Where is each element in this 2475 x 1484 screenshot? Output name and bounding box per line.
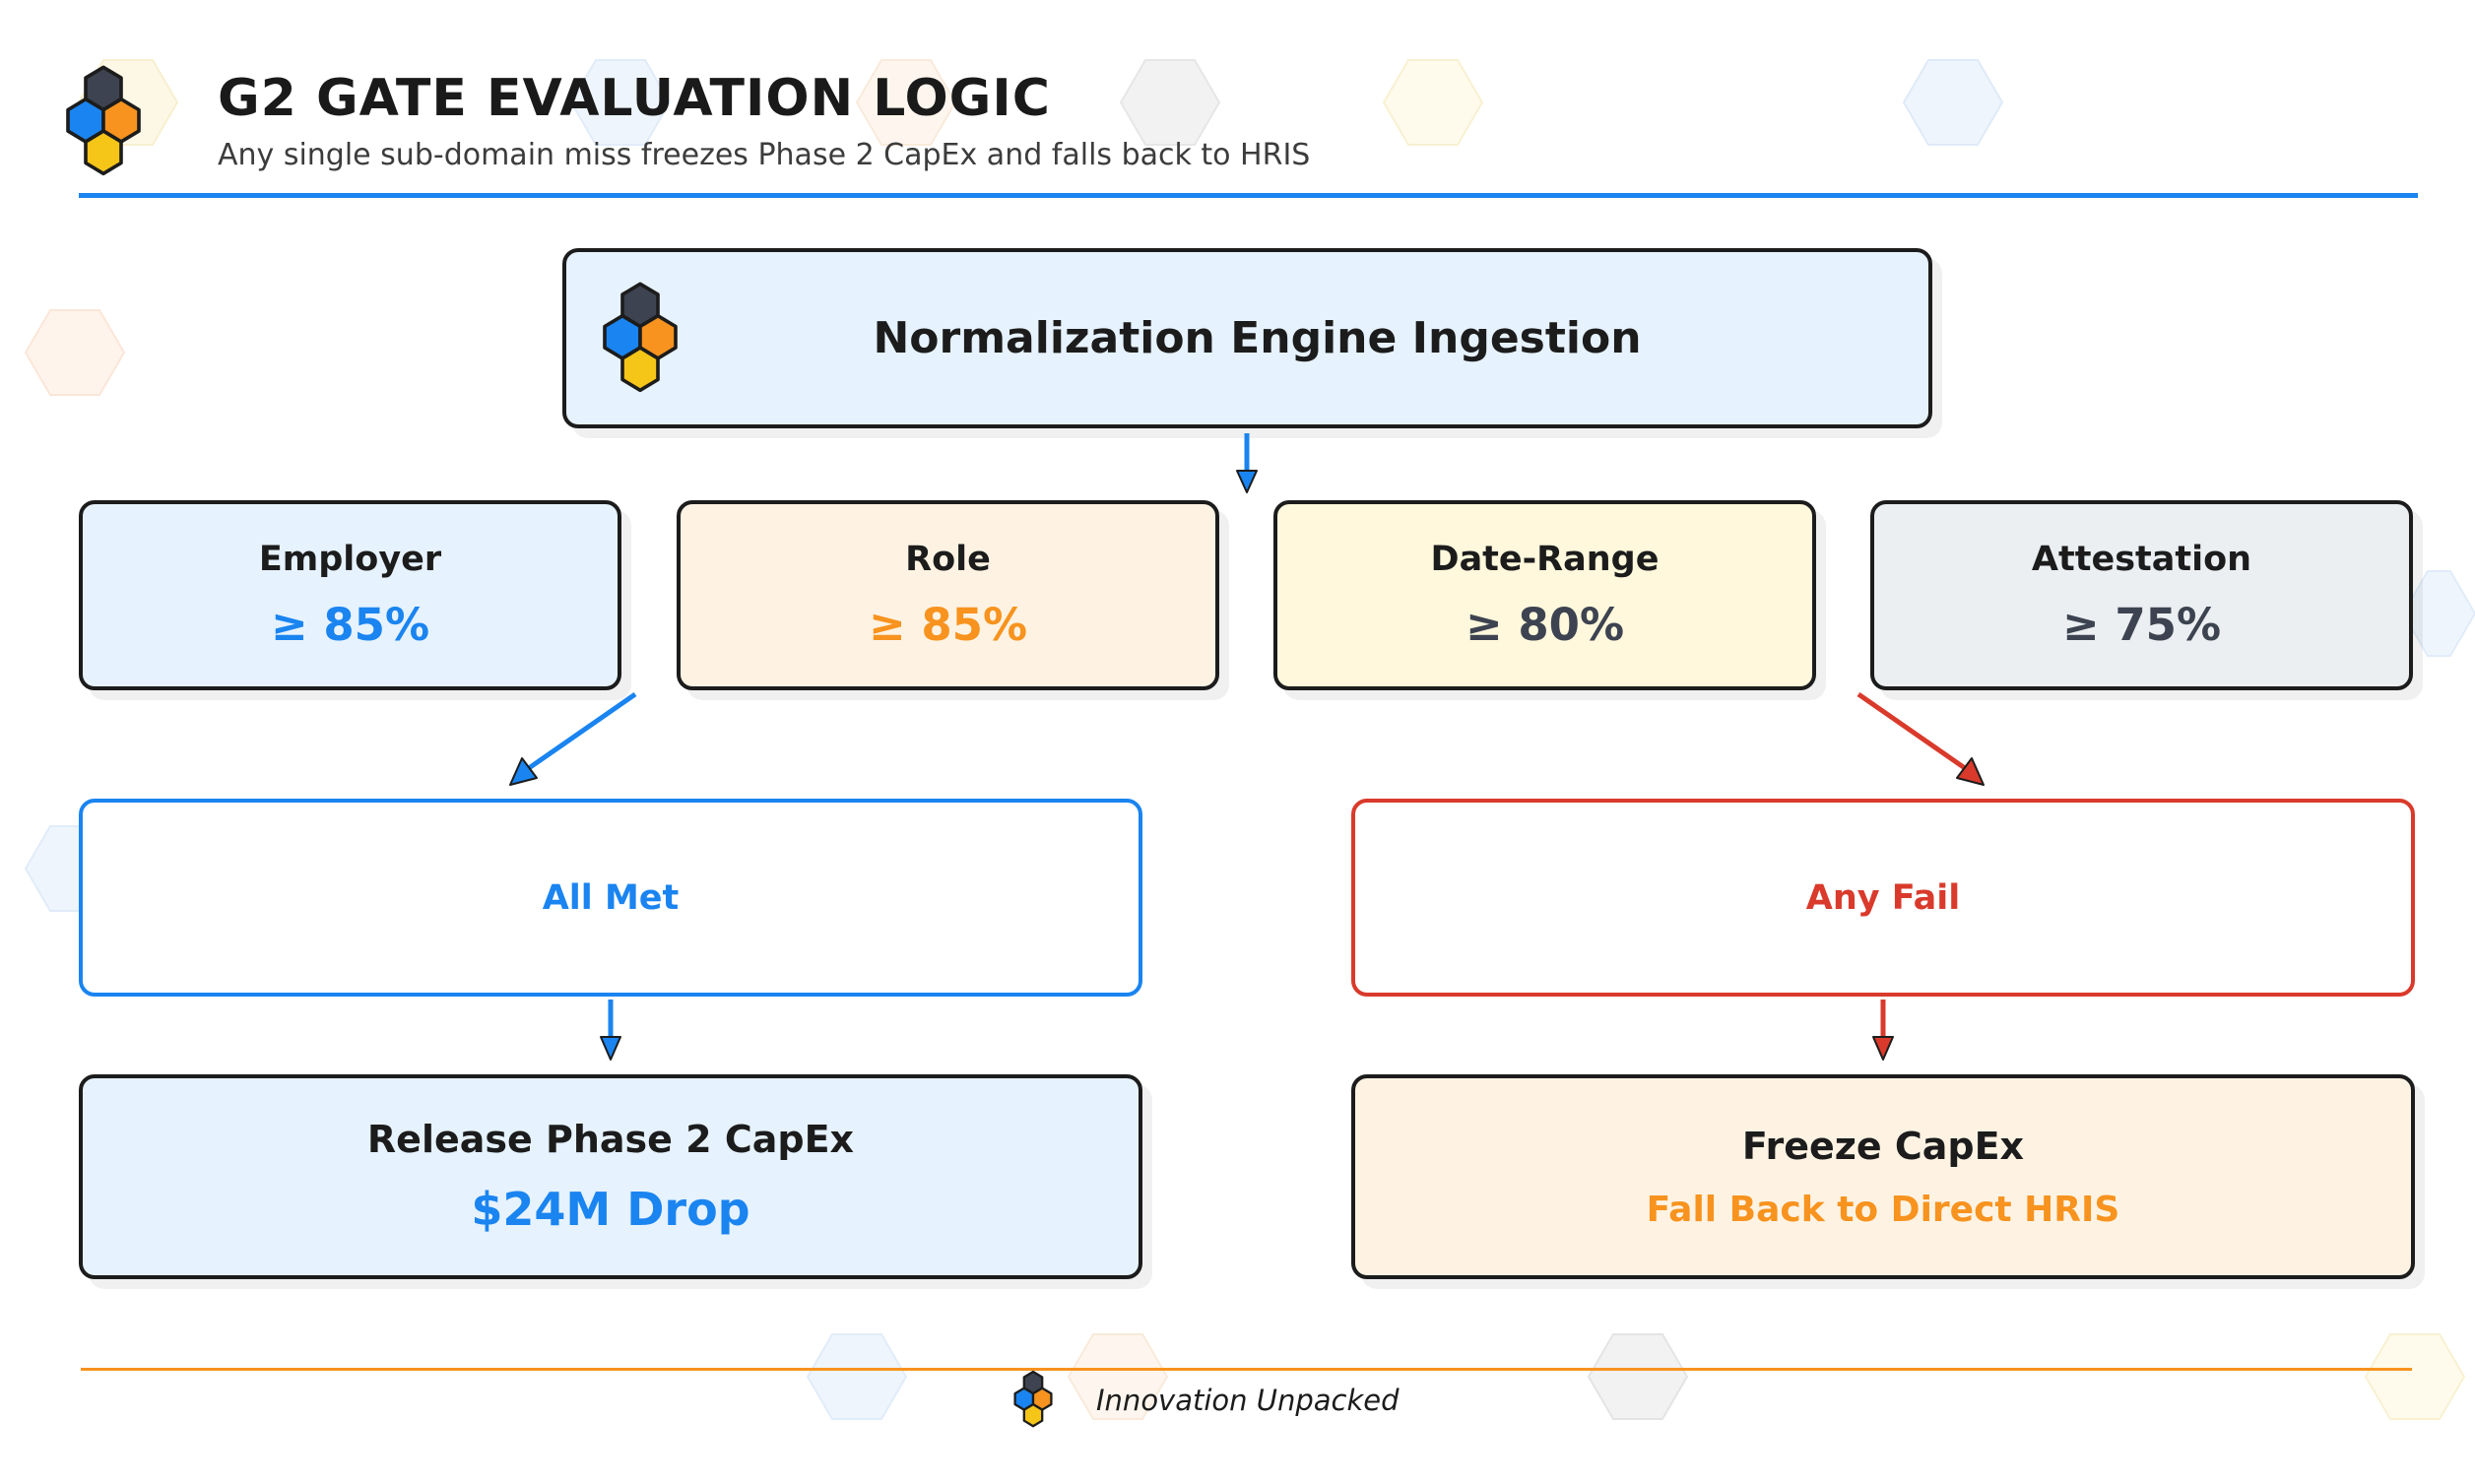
bg-hexagon (2364, 1333, 2466, 1420)
branch-label: Any Fail (1805, 877, 1961, 918)
bg-hexagon (2401, 570, 2475, 657)
criterion-date-range: Date-Range ≥ 80% (1273, 500, 1816, 690)
bg-hexagon (1902, 59, 2004, 146)
criterion-threshold: ≥ 85% (270, 599, 430, 651)
branch-all-met: All Met (79, 799, 1142, 997)
outcome-title: Release Phase 2 CapEx (366, 1118, 855, 1161)
hexagon-cluster-logo-icon (603, 282, 678, 393)
criterion-attestation: Attestation ≥ 75% (1870, 500, 2413, 690)
criterion-label: Attestation (2031, 540, 2252, 579)
page-subtitle: Any single sub-domain miss freezes Phase… (218, 138, 1311, 172)
criterion-threshold: ≥ 80% (1465, 599, 1625, 651)
ingestion-title: Normalization Engine Ingestion (873, 313, 1642, 363)
criterion-role: Role ≥ 85% (677, 500, 1219, 690)
bg-hexagon (1119, 59, 1221, 146)
hexagon-cluster-logo-icon (1013, 1371, 1053, 1428)
criterion-label: Role (905, 540, 991, 579)
page-title: G2 GATE EVALUATION LOGIC (218, 69, 1051, 128)
bg-hexagon (569, 59, 672, 146)
outcome-release-capex: Release Phase 2 CapEx $24M Drop (79, 1074, 1142, 1279)
bg-hexagon (806, 1333, 908, 1420)
outcome-detail: $24M Drop (471, 1183, 750, 1236)
outcome-title: Freeze CapEx (1741, 1124, 2025, 1168)
outcome-detail: Fall Back to Direct HRIS (1646, 1189, 2120, 1230)
header-divider (79, 193, 2418, 198)
branch-label: All Met (542, 877, 680, 918)
bg-hexagon (1382, 59, 1484, 146)
bg-hexagon (24, 309, 126, 396)
ingestion-node: Normalization Engine Ingestion (562, 248, 1932, 428)
criterion-threshold: ≥ 75% (2061, 599, 2222, 651)
criterion-label: Date-Range (1430, 540, 1660, 579)
criterion-label: Employer (258, 540, 442, 579)
bg-hexagon (855, 59, 957, 146)
hexagon-cluster-logo-icon (66, 65, 141, 176)
footer-divider (81, 1368, 2412, 1371)
criterion-threshold: ≥ 85% (868, 599, 1028, 651)
criterion-employer: Employer ≥ 85% (79, 500, 621, 690)
branch-any-fail: Any Fail (1351, 799, 2415, 997)
footer-brand: Innovation Unpacked (1096, 1384, 1400, 1417)
bg-hexagon (1587, 1333, 1689, 1420)
outcome-freeze-capex: Freeze CapEx Fall Back to Direct HRIS (1351, 1074, 2415, 1279)
bg-hexagon (1067, 1333, 1169, 1420)
